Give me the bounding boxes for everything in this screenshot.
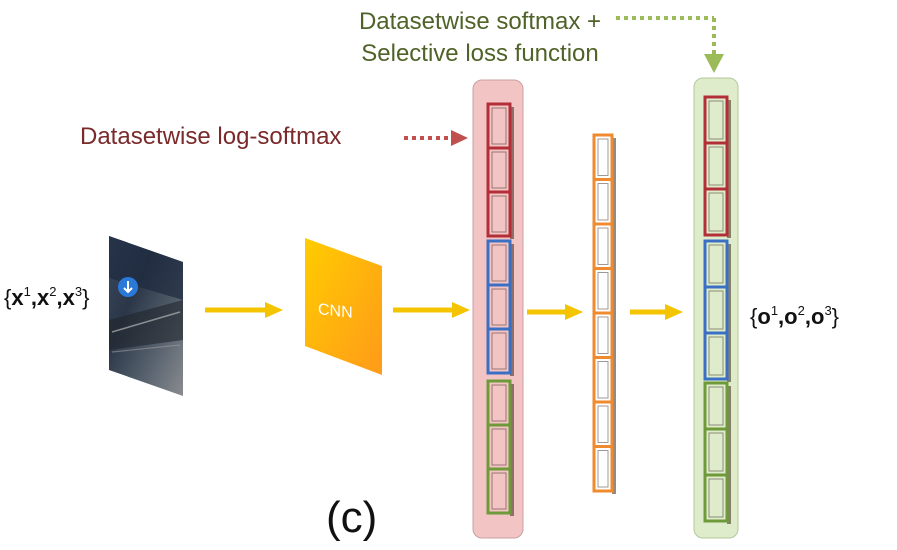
inputs-label: {x1,x2,x3} [4, 285, 89, 311]
log-softmax-arrow [404, 130, 468, 146]
figure-caption: (c) [326, 493, 378, 542]
output-sep-2: , [804, 304, 811, 329]
inputs-close-brace: } [82, 285, 90, 310]
hidden-layer-cell-inner [597, 316, 609, 354]
softmax-arrow [616, 16, 724, 73]
outputs-open-brace: { [750, 304, 758, 329]
pink-red-group-cell-inner [491, 107, 507, 145]
outputs-label: {o1,o2,o3} [750, 304, 839, 330]
hidden-layer-cell [592, 400, 614, 448]
green-green-group-side [727, 386, 731, 524]
hidden-layer-cell-inner [597, 272, 609, 310]
pink-blue-group-cell [486, 327, 512, 375]
outputs-close-brace: } [831, 304, 840, 329]
arrow-cnn-to-layer [393, 302, 470, 318]
pink-green-group-cell [486, 467, 512, 515]
pink-green-group-side [510, 384, 514, 516]
hidden-layer-cell [592, 178, 614, 226]
hidden-layer-cell [592, 222, 614, 270]
green-blue-group-cell [703, 331, 729, 381]
green-blue-group-cell-inner [708, 244, 724, 284]
green-green-group-cell-inner [708, 386, 724, 426]
output-sep-1: , [778, 304, 785, 329]
green-blue-group-cell-inner [708, 336, 724, 376]
log-softmax-label: Datasetwise log-softmax [80, 123, 342, 150]
pink-blue-group-side [510, 244, 514, 376]
input-image-icon [109, 236, 183, 396]
green-blue-group-side [727, 244, 731, 382]
output-superscript-3: 3 [824, 303, 832, 318]
input-superscript-2: 2 [49, 284, 57, 299]
pink-blue-group-cell-inner [491, 332, 507, 370]
input-symbol-3: x [62, 285, 75, 310]
arrow-hidden-to-output [630, 304, 683, 320]
hidden-layer-cell [592, 445, 614, 493]
hidden-layer [592, 133, 616, 494]
input-symbol-1: x [11, 285, 24, 310]
cnn-label: CNN [318, 301, 353, 322]
pink-green-group-cell-inner [491, 384, 507, 422]
log-softmax-layer [472, 79, 524, 539]
green-green-group-cell-inner [708, 432, 724, 472]
output-superscript-2: 2 [797, 303, 805, 318]
arrow-image-to-cnn [205, 302, 283, 318]
pink-red-group-cell [486, 190, 512, 238]
label-top-line1: Datasetwise softmax + [358, 8, 602, 35]
inputs-open-brace: { [4, 285, 12, 310]
green-green-group-cell-inner [708, 478, 724, 518]
output-superscript-1: 1 [770, 303, 779, 318]
flow-arrows [205, 302, 683, 320]
label-top-line2: Selective loss function [361, 40, 599, 67]
green-green-group-cell [703, 473, 729, 523]
hidden-layer-cell [592, 133, 614, 181]
pink-red-group-cell-inner [491, 151, 507, 189]
hidden-layer-cell-inner [597, 450, 609, 488]
pink-green-group-cell-inner [491, 428, 507, 466]
green-red-group-cell-inner [708, 100, 724, 140]
input-superscript-3: 3 [74, 284, 83, 299]
output-symbol-3: o [810, 304, 825, 329]
pink-red-group-side [510, 107, 514, 239]
hidden-layer-side [612, 138, 616, 494]
green-blue-group-cell-inner [708, 290, 724, 330]
green-red-group-cell [703, 187, 729, 237]
hidden-layer-cell-inner [597, 361, 609, 399]
pink-blue-group-cell-inner [491, 244, 507, 282]
hidden-layer-cell-inner [597, 405, 609, 443]
arrow-layer-to-hidden [527, 304, 583, 320]
cnn-block-icon [305, 238, 382, 375]
pink-red-group-cell-inner [491, 195, 507, 233]
softmax-selective-loss-label: Datasetwise softmax + Selective loss fun… [340, 6, 620, 70]
pink-blue-group-cell-inner [491, 288, 507, 326]
softmax-output-layer [693, 77, 739, 539]
hidden-layer-cell [592, 356, 614, 404]
hidden-layer-cell-inner [597, 138, 609, 176]
input-superscript-1: 1 [23, 284, 31, 299]
input-symbol-2: x [36, 285, 50, 310]
hidden-layer-cell [592, 267, 614, 315]
green-red-group-cell-inner [708, 192, 724, 232]
hidden-layer-cell-inner [597, 183, 609, 221]
hidden-layer-cell [592, 311, 614, 359]
input-sep-1: , [30, 285, 37, 310]
output-symbol-1: o [757, 304, 771, 329]
pink-green-group-cell-inner [491, 472, 507, 510]
hidden-layer-cell-inner [597, 227, 609, 265]
green-red-group-cell-inner [708, 146, 724, 186]
output-symbol-2: o [784, 304, 798, 329]
green-red-group-side [727, 100, 731, 238]
input-sep-2: , [56, 285, 63, 310]
